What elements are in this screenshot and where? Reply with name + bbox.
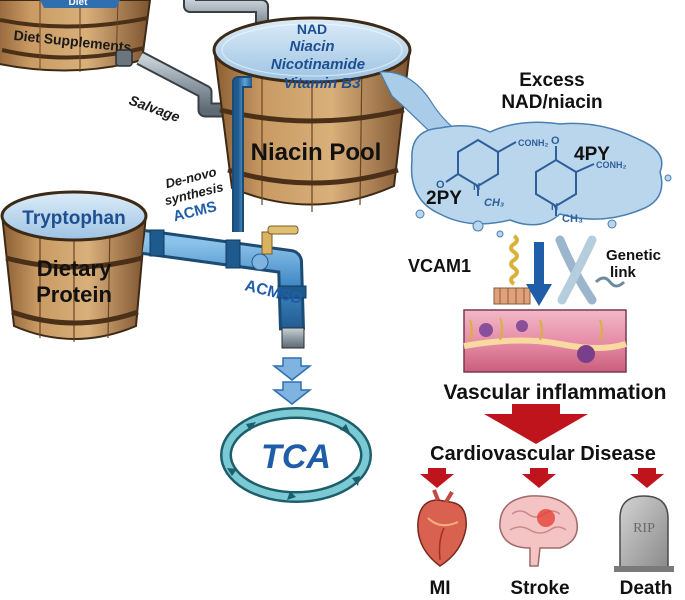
oxygen-a: O [436,179,445,191]
vascular-tissue-panel [463,309,627,373]
tca-label: TCA [261,438,331,476]
niacin-pool-barrel [212,16,472,212]
salvage-label: Salvage [127,92,182,125]
excess-label-line2: NAD/niacin [501,92,602,113]
tombstone-icon [614,495,674,572]
salvage-pipe [115,49,232,118]
cardiovascular-disease-label: Cardiovascular Disease [430,443,656,465]
diet-supplements-barrel: Diet Diet Supplements [0,0,152,72]
red-arrow-death-icon [630,468,664,488]
vcam1-protein-icon [493,234,531,305]
acmsd-pipe [142,225,307,349]
brain-icon [499,495,578,567]
excess-label-line1: Excess [519,70,585,91]
pool-content-nad: NAD [297,21,327,37]
niacin-pool-label: Niacin Pool [251,139,382,166]
tryptophan-label: Tryptophan [22,208,125,229]
nitrogen-b: N [551,202,558,213]
methyl-a: CH₃ [484,197,504,209]
rip-text: RIP [633,521,655,536]
pool-content-vitamin-b3: Vitamin B3 [284,75,362,92]
red-arrow-mi-icon [420,468,454,488]
pool-content-niacin: Niacin [289,38,334,55]
down-arrow-icon [526,242,552,306]
vcam1-label: VCAM1 [408,256,471,276]
top-cropped-label: Diet [69,0,89,8]
2py-label: 2PY [426,188,462,209]
big-red-arrow-icon [484,404,588,444]
conh2-b: CONH₂ [596,160,627,170]
vascular-inflammation-label: Vascular inflammation [444,381,667,404]
nitrogen-a: N [473,182,480,193]
genetic-link-line2: link [610,264,636,281]
4py-label: 4PY [574,144,610,165]
outcome-mi-label: MI [429,578,450,599]
outcome-death-label: Death [620,578,673,599]
conh2-a: CONH₂ [518,138,549,148]
dietary-protein-line2: Protein [36,282,112,307]
oxygen-b: O [551,135,560,147]
dietary-protein-barrel [0,190,148,342]
flow-to-tca-arrows [271,357,313,405]
pool-content-nicotinamide: Nicotinamide [271,56,365,73]
genetic-link-line1: Genetic [606,247,661,264]
red-arrow-stroke-icon [522,468,556,488]
heart-icon [417,489,467,567]
methyl-b: CH₃ [562,213,583,225]
dietary-protein-line1: Dietary [37,256,112,281]
outcome-stroke-label: Stroke [510,578,569,599]
denovo-pipe [232,76,252,232]
tca-cycle [220,407,372,503]
metabolite-splash [410,121,672,238]
chromosome-icon [555,235,626,305]
